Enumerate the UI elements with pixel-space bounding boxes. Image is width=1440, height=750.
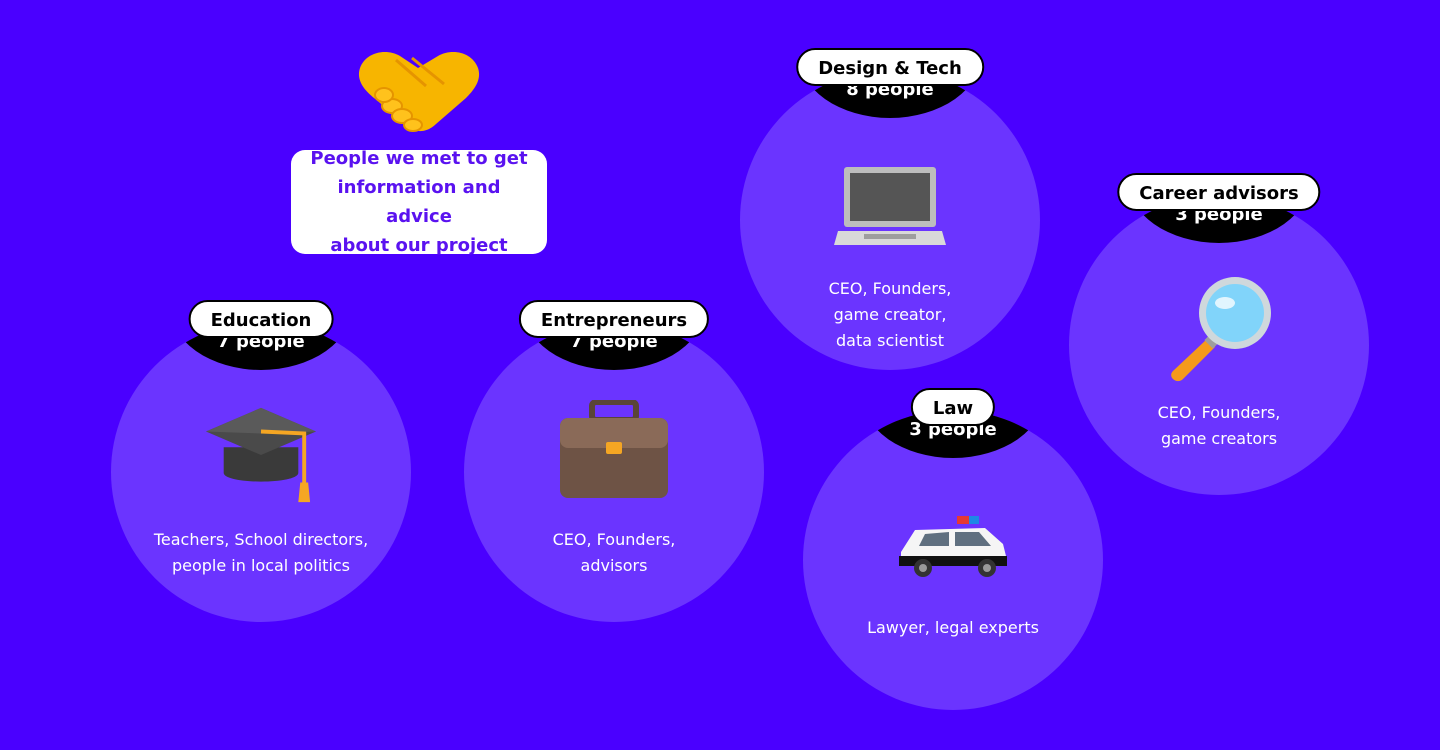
intro-line: about our project — [330, 235, 508, 256]
group-design-tech: 8 people Design & Tech CEO, Founders, ga… — [740, 48, 1040, 370]
group-title: Law — [910, 388, 996, 426]
intro-line: People we met to get — [310, 148, 528, 169]
magnifying-glass-icon — [1171, 277, 1271, 382]
graduation-cap-icon — [206, 407, 316, 503]
group-career-advisors: 3 people Career advisors CEO, Founders, … — [1069, 173, 1369, 495]
group-description: CEO, Founders, advisors — [552, 530, 676, 575]
group-entrepreneurs: 7 people Entrepreneurs CEO, Founders, ad… — [464, 300, 764, 622]
police-car-icon — [899, 516, 1007, 577]
group-education: 7 people Education Teachers, School dire… — [111, 300, 411, 622]
laptop-icon — [834, 167, 946, 245]
briefcase-icon — [560, 400, 668, 498]
intro-line: information and advice — [337, 177, 501, 227]
group-title: Entrepreneurs — [518, 300, 710, 338]
group-title: Career advisors — [1117, 173, 1321, 211]
group-description: Lawyer, legal experts — [867, 618, 1039, 637]
group-description: Teachers, School directors, people in lo… — [153, 530, 369, 575]
group-title: Education — [188, 300, 334, 338]
intro-card: People we met to get information and adv… — [291, 148, 547, 256]
group-description: CEO, Founders, game creators — [1157, 403, 1281, 448]
group-law: 3 people Law Lawyer, legal experts — [803, 388, 1103, 710]
group-title: Design & Tech — [796, 48, 984, 86]
group-description: CEO, Founders, game creator, data scient… — [828, 279, 952, 350]
handshake-icon — [358, 52, 480, 132]
